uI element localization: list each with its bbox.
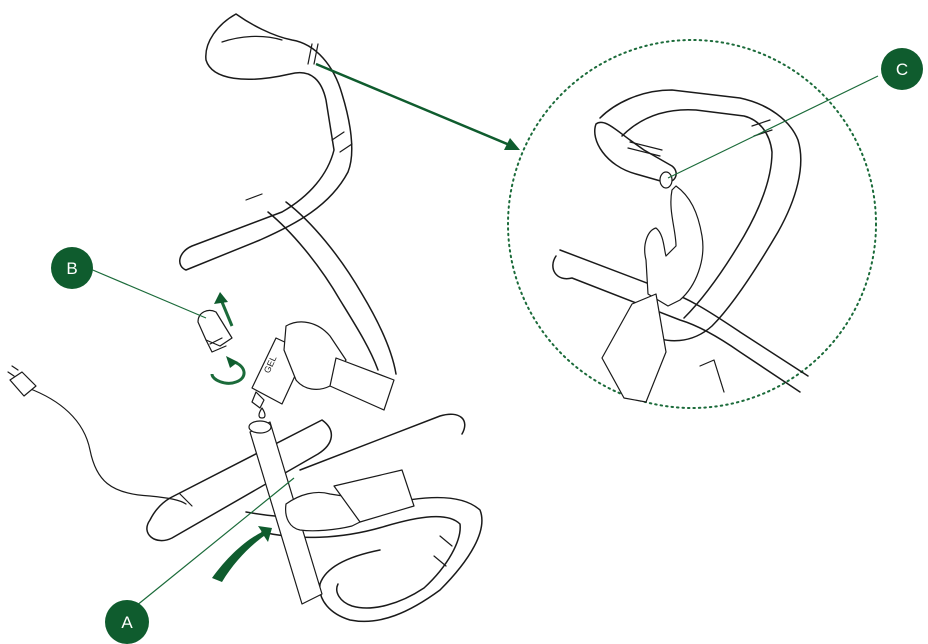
detail-hand bbox=[644, 185, 704, 307]
label-a: A bbox=[121, 613, 133, 632]
callout-line-b bbox=[87, 267, 207, 319]
label-a-badge: A bbox=[105, 600, 149, 644]
label-b-badge: B bbox=[51, 247, 93, 289]
detail-circle bbox=[507, 39, 877, 409]
zoom-arrow bbox=[315, 62, 520, 150]
callout-line-a bbox=[135, 477, 295, 607]
gel-drop bbox=[258, 407, 266, 419]
label-c: C bbox=[896, 60, 908, 79]
tube-cap bbox=[197, 309, 233, 353]
lift-arrow bbox=[214, 292, 234, 327]
upper-sleeve bbox=[329, 357, 395, 411]
callout-line-c bbox=[667, 75, 879, 179]
power-cord bbox=[7, 365, 187, 505]
twist-arrow bbox=[210, 356, 246, 385]
label-c-badge: C bbox=[881, 48, 923, 90]
lower-sleeve bbox=[333, 469, 415, 523]
detail-view bbox=[507, 39, 877, 409]
push-arrow bbox=[212, 526, 272, 582]
label-b: B bbox=[66, 259, 77, 278]
frame-tube bbox=[267, 201, 397, 375]
upper-handlebar bbox=[179, 13, 353, 271]
detail-handlebar bbox=[594, 89, 802, 342]
detail-sleeve bbox=[601, 293, 667, 403]
